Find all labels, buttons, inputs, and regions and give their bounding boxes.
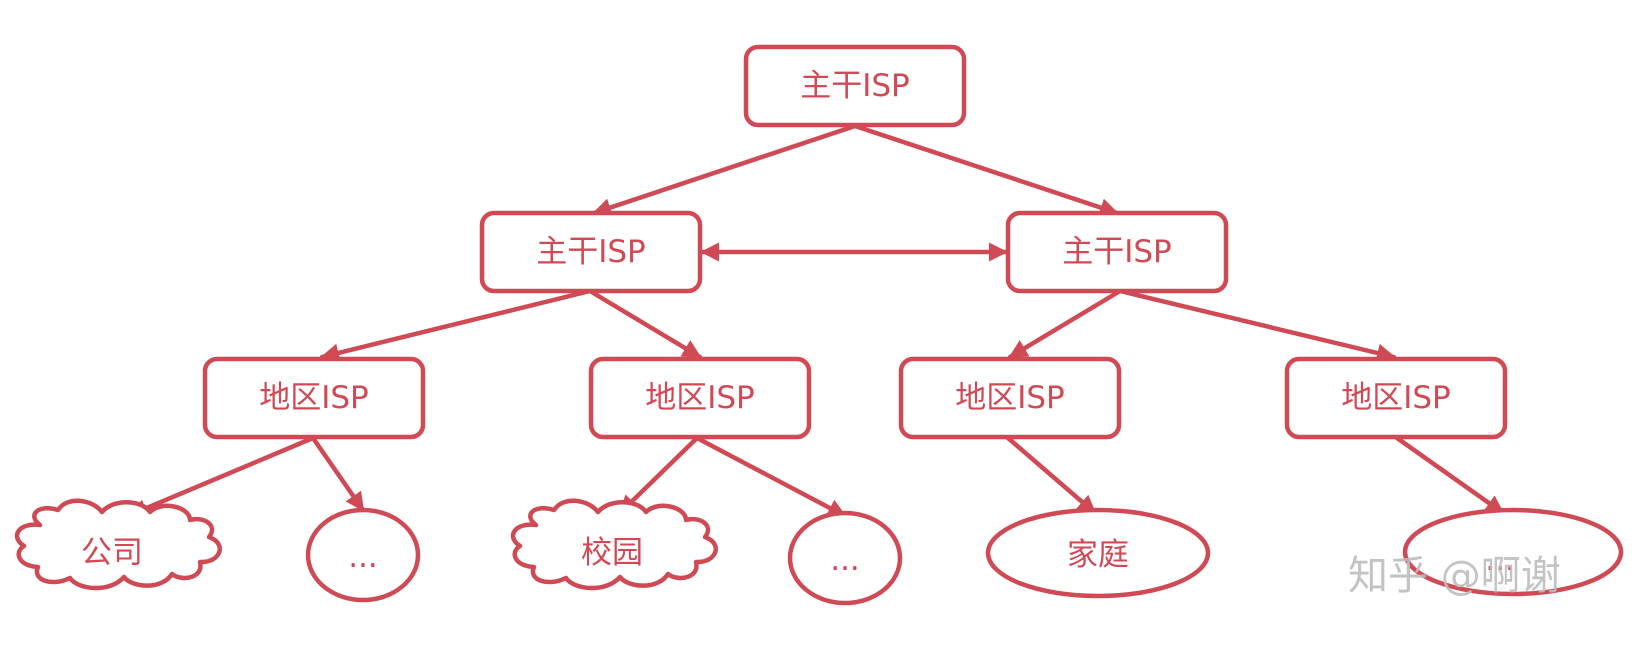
home-ellipse xyxy=(985,507,1211,599)
home-label: 家庭 xyxy=(1067,537,1129,573)
link-left-backbone-to-regional-1 xyxy=(319,288,593,363)
link-top-to-left-backbone xyxy=(591,123,858,217)
ellipsis-3-ellipse xyxy=(1402,507,1624,597)
link-regional-2-to-campus xyxy=(617,435,700,516)
campus-label: 校园 xyxy=(581,535,643,571)
left-backbone-label: 主干ISP xyxy=(536,234,646,270)
link-regional-2-to-ellipsis-2 xyxy=(694,435,848,519)
ellipsis-2-label: ... xyxy=(830,542,860,578)
regional-1-label: 地区ISP xyxy=(259,380,369,416)
link-regional-3-to-home xyxy=(1005,435,1098,516)
link-right-backbone-to-regional-3 xyxy=(1007,288,1123,360)
regional-box-3 xyxy=(898,356,1122,440)
link-right-backbone-to-regional-4 xyxy=(1117,288,1397,363)
top-backbone-box xyxy=(743,44,967,128)
ellipsis-1-circle xyxy=(305,507,421,603)
left-backbone-box xyxy=(479,210,703,294)
link-regional-4-to-ellipsis-3 xyxy=(1394,435,1506,516)
ellipsis-1-label: ... xyxy=(348,539,378,575)
regional-box-1 xyxy=(202,356,426,440)
ellipsis-3-label: ... xyxy=(1485,542,1515,578)
link-regional-1-to-ellipsis-1 xyxy=(310,435,366,513)
regional-box-4 xyxy=(1284,356,1508,440)
regional-3-label: 地区ISP xyxy=(955,380,1065,416)
campus-cloud xyxy=(510,498,718,591)
regional-2-label: 地区ISP xyxy=(645,380,755,416)
right-backbone-box xyxy=(1005,210,1229,294)
right-backbone-label: 主干ISP xyxy=(1062,234,1172,270)
zhihu-watermark: 知乎 @啊谢 xyxy=(1348,553,1561,599)
top-backbone-label: 主干ISP xyxy=(800,68,910,104)
link-left-backbone-to-regional-2 xyxy=(587,288,703,360)
regional-4-label: 地区ISP xyxy=(1341,380,1451,416)
link-top-to-right-backbone xyxy=(852,123,1120,217)
company-label: 公司 xyxy=(81,535,143,571)
ellipsis-2-circle xyxy=(787,510,903,606)
link-regional-1-to-company xyxy=(127,435,316,518)
company-cloud xyxy=(14,498,222,591)
regional-box-2 xyxy=(588,356,812,440)
